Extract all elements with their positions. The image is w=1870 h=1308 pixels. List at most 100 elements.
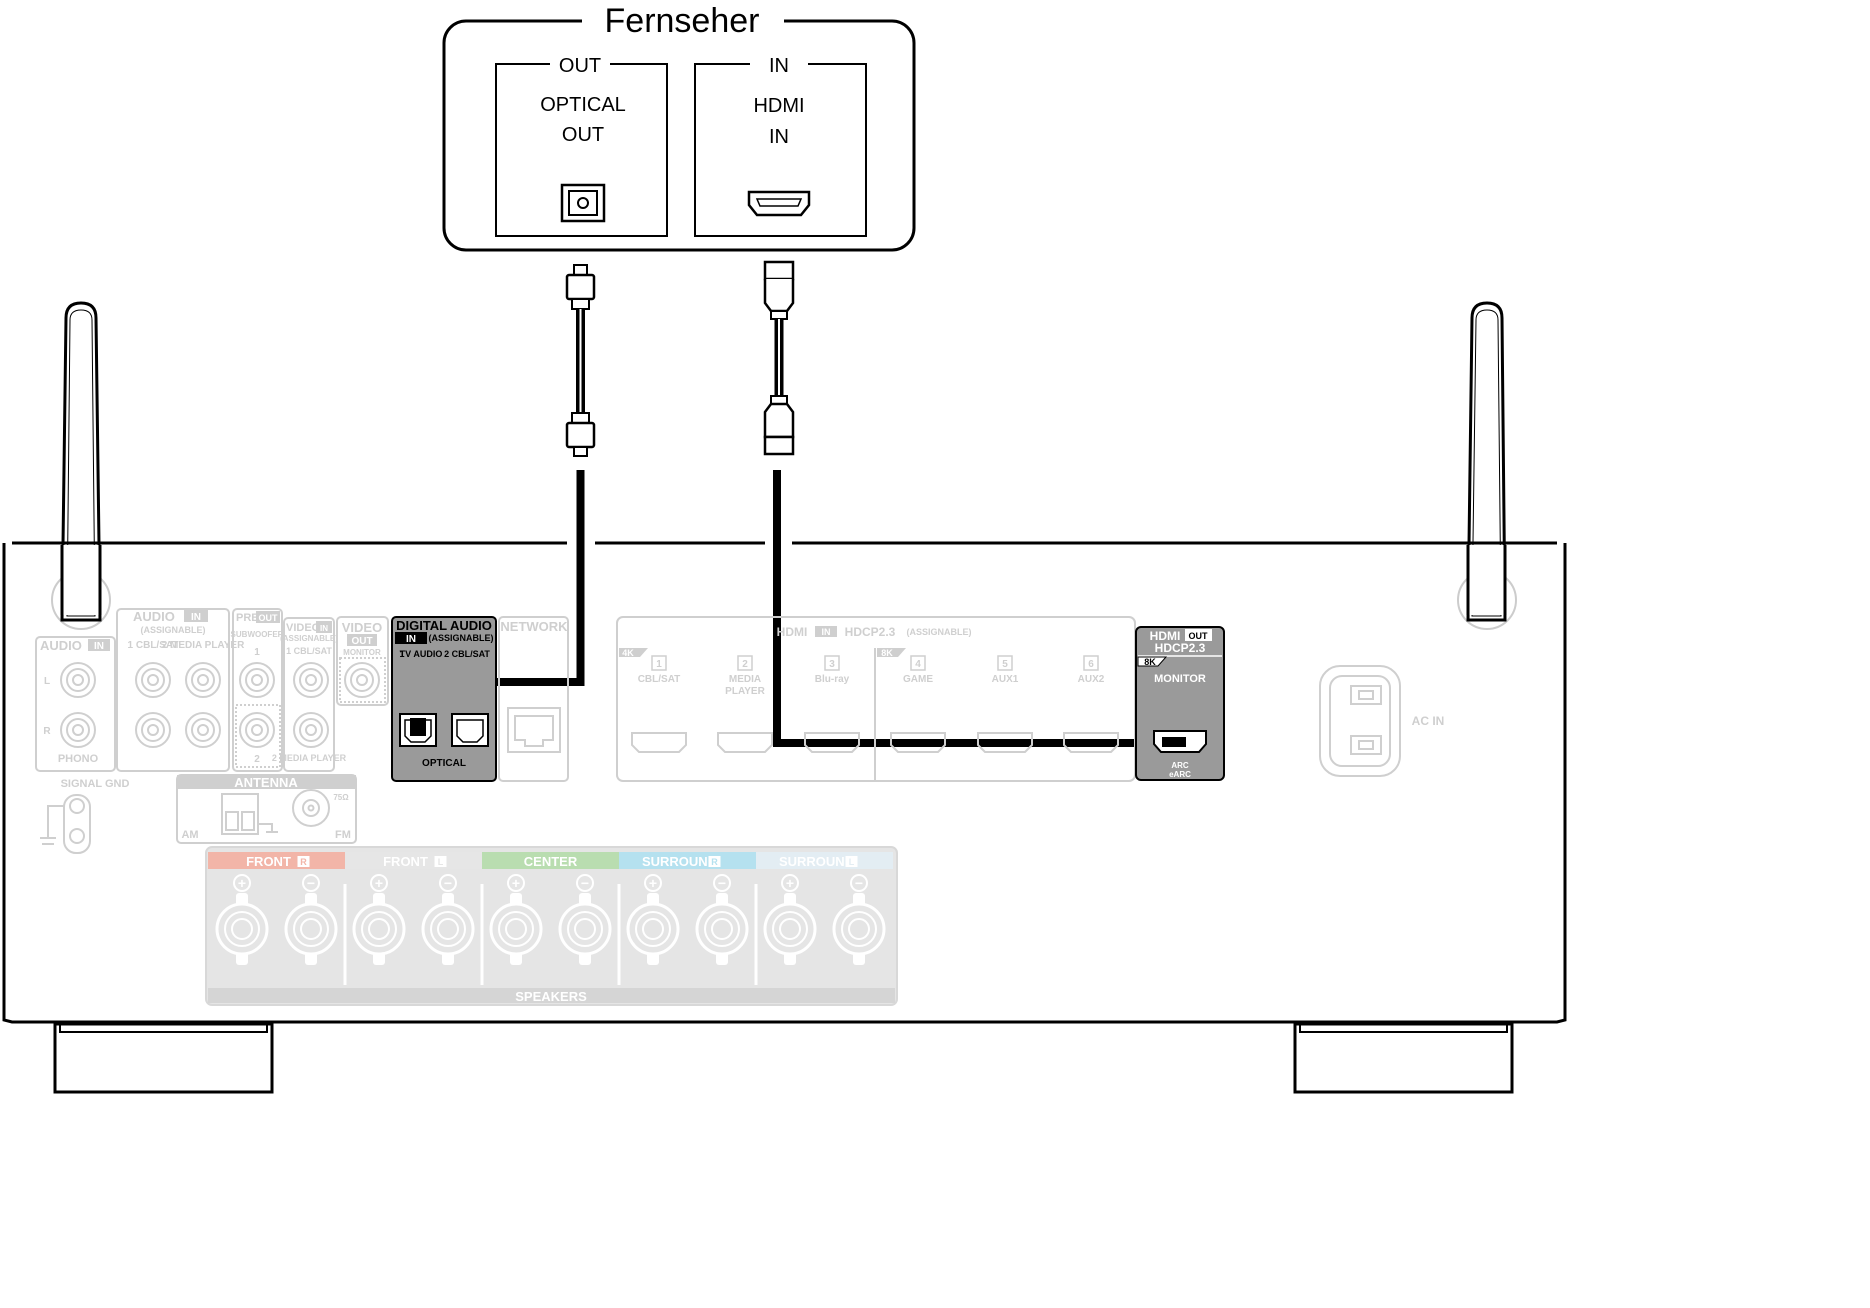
audio-in-title: AUDIO xyxy=(40,638,82,653)
speaker-terminal-plus-icon: + xyxy=(763,874,817,965)
speaker-terminal-minus-icon: − xyxy=(284,874,338,965)
pre-out-num-1: 1 xyxy=(254,647,260,658)
hdmi-out-earc: eARC xyxy=(1169,770,1191,779)
hdmi-in-port-icon xyxy=(804,732,860,753)
tv-out-group-label: OUT xyxy=(559,55,601,77)
audio-in-assignable-section: AUDIO IN (ASSIGNABLE) 1 CBL/SAT 2 MEDIA … xyxy=(116,608,245,772)
optical-plug-top-icon xyxy=(565,264,596,310)
hdmi-in-port-name: AUX2 xyxy=(1078,674,1105,685)
ac-in-section: AC IN xyxy=(1319,665,1445,777)
speaker-terminal-plus-icon: + xyxy=(489,874,543,965)
tv-optical-out-label-2: OUT xyxy=(562,124,604,146)
phono-jack-l-icon xyxy=(60,662,96,698)
fm-label: FM xyxy=(335,829,351,841)
pre-out-title: PRE xyxy=(236,612,259,624)
antenna-terminal-section: ANTENNA AM FM 75Ω xyxy=(176,774,357,844)
speaker-plus-sign: + xyxy=(238,875,246,891)
audio-in-jack-2r-icon xyxy=(185,712,221,748)
speaker-terminal-plus-icon: + xyxy=(626,874,680,965)
speaker-channel-badge: L xyxy=(849,857,855,867)
ac-inlet-icon xyxy=(1350,685,1382,755)
ac-in-label: AC IN xyxy=(1412,714,1445,728)
subwoofer-jack-1-icon xyxy=(239,662,275,698)
ethernet-port-icon xyxy=(507,707,561,753)
digital-audio-in1-name: TV AUDIO xyxy=(400,649,443,659)
speaker-terminal-minus-icon: − xyxy=(695,874,749,965)
speaker-channel-name: FRONT xyxy=(383,854,428,869)
digital-audio-badge: IN xyxy=(406,634,416,645)
speaker-minus-sign: − xyxy=(581,875,589,891)
phono-jack-r-icon xyxy=(60,712,96,748)
speaker-channel-name: FRONT xyxy=(246,854,291,869)
audio-in-jack-1r-icon xyxy=(135,712,171,748)
hdmi-in-port-name: PLAYER xyxy=(725,686,765,697)
audio-in-badge: IN xyxy=(94,641,104,652)
optical-in-cbl-sat-port-icon xyxy=(451,713,489,747)
fm-ohm-label: 75Ω xyxy=(333,793,349,802)
speaker-channel-2: CENTER + − xyxy=(480,852,619,985)
receiver-body xyxy=(2,541,1567,1094)
speaker-plus-sign: + xyxy=(786,875,794,891)
speaker-channel-0: FRONT R + − xyxy=(208,852,345,965)
tv-hdmi-in-port-icon xyxy=(747,190,811,217)
hdmi-cable xyxy=(763,260,1186,747)
hdmi-in-hdcp: HDCP2.3 xyxy=(845,625,896,639)
hdmi-out-title: HDMI xyxy=(1150,629,1181,643)
tv-optical-out-port-icon xyxy=(560,183,606,223)
tv-optical-out-label-1: OPTICAL xyxy=(540,94,626,116)
tv-hdmi-in-label-2: IN xyxy=(769,126,789,148)
video-in-jack-1-icon xyxy=(293,662,329,698)
audio-in-assignable-title: AUDIO xyxy=(133,609,175,624)
hdmi-in-port-name: MEDIA xyxy=(729,674,761,685)
speaker-terminal-minus-icon: − xyxy=(421,874,475,965)
hdmi-out-monitor-section: HDMI OUT HDCP2.3 8K MONITOR ARC eARC xyxy=(1135,626,1225,781)
hdmi-in-port-icon xyxy=(890,732,946,753)
video-in-title: VIDEO xyxy=(286,622,321,634)
hdmi-in-sub: (ASSIGNABLE) xyxy=(907,627,972,637)
speaker-minus-sign: − xyxy=(444,875,452,891)
optical-plug-bottom-icon xyxy=(565,412,596,457)
speaker-channel-badge: R xyxy=(711,857,718,867)
digital-audio-sub: (ASSIGNABLE) xyxy=(429,633,494,643)
speaker-minus-sign: − xyxy=(855,875,863,891)
pre-out-sub: SUBWOOFER xyxy=(231,630,284,639)
tv-out-panel: OUT OPTICAL OUT xyxy=(495,55,668,237)
digital-audio-title: DIGITAL AUDIO xyxy=(396,618,492,633)
audio-in-assignable-sub: (ASSIGNABLE) xyxy=(141,625,206,635)
network-label: NETWORK xyxy=(500,619,568,634)
speaker-channel-name: SURROUND xyxy=(779,854,854,869)
audio-in-l-label: L xyxy=(44,676,50,687)
hdmi-out-hdcp: HDCP2.3 xyxy=(1155,641,1206,655)
hdmi-in-port-icon xyxy=(977,732,1033,753)
video-in-jack-2-icon xyxy=(293,712,329,748)
video-in-section: VIDEO IN (ASSIGNABLE) 1 CBL/SAT 2 MEDIA … xyxy=(272,617,347,772)
hdmi-in-4k-tag: 4K xyxy=(622,648,634,658)
network-section: NETWORK xyxy=(498,616,569,782)
tv-hdmi-in-label-1: HDMI xyxy=(753,95,804,117)
tv-in-group-label: IN xyxy=(769,55,789,77)
hdmi-in-port-name: CBL/SAT xyxy=(638,674,681,685)
speaker-channel-name: CENTER xyxy=(524,854,578,869)
hdmi-plug-top-icon xyxy=(763,260,795,320)
speaker-plus-sign: + xyxy=(512,875,520,891)
tv-box: Fernseher OUT OPTICAL OUT IN HDMI IN xyxy=(442,2,916,252)
video-out-section: VIDEO OUT MONITOR xyxy=(336,616,389,706)
hdmi-in-section: HDMI IN HDCP2.3 (ASSIGNABLE) 4K 8K 1CBL/… xyxy=(616,616,1136,782)
hdmi-out-8k-tag: 8K xyxy=(1144,657,1156,667)
hdmi-plug-bottom-icon xyxy=(763,395,795,456)
am-terminal-icon xyxy=(221,793,278,835)
hdmi-in-port-number: 1 xyxy=(656,659,662,670)
speakers-title: SPEAKERS xyxy=(515,989,587,1004)
receiver-foot-left xyxy=(53,1022,274,1094)
video-out-badge: OUT xyxy=(351,636,372,647)
signal-gnd-terminal-icon xyxy=(40,794,91,854)
speaker-channel-badge: R xyxy=(300,857,307,867)
hdmi-in-port-number: 3 xyxy=(829,659,835,670)
video-out-monitor: MONITOR xyxy=(343,648,381,657)
speaker-plus-sign: + xyxy=(375,875,383,891)
optical-plug-inserted-icon xyxy=(410,718,426,736)
